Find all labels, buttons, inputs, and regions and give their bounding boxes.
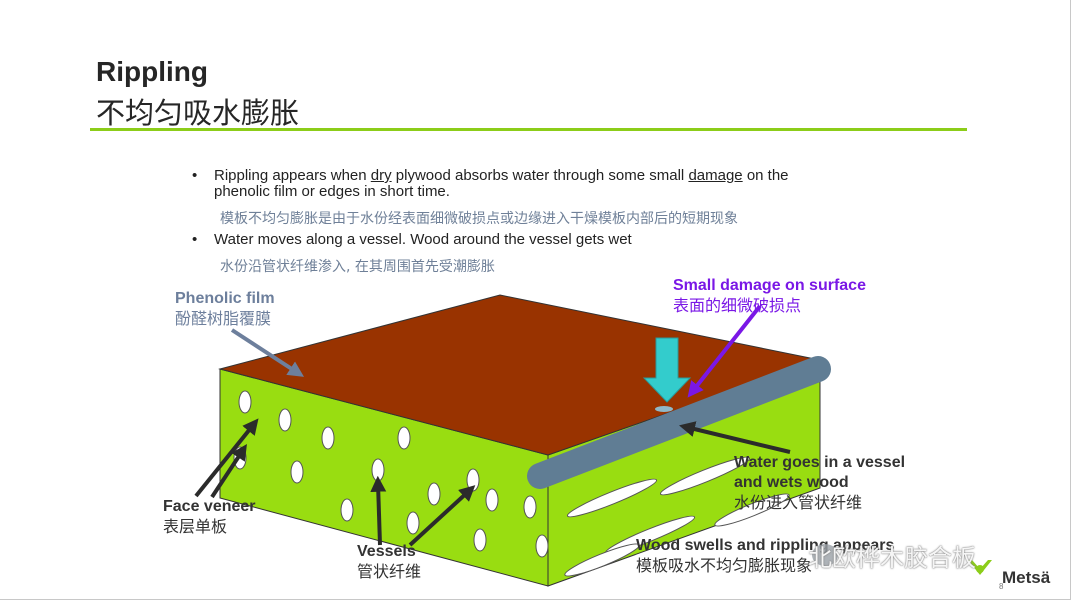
vessels-arrow-1 <box>370 475 387 546</box>
vessels-arrow-2 <box>408 485 476 547</box>
label-phenolic-film-en: Phenolic film <box>175 290 275 307</box>
bullet-1-chinese: 模板不均匀膨胀是由于水份经表面细微破损点或边缘进入干燥模板内部后的短期现象 <box>220 211 738 227</box>
bullet-marker: • <box>192 231 198 248</box>
label-vessels: Vessels 管状纤维 <box>357 542 421 582</box>
label-face-veneer-en: Face veneer <box>163 498 256 515</box>
face-veneer-arrow-2 <box>210 443 247 499</box>
label-face-veneer: Face veneer 表层单板 <box>163 497 256 537</box>
water-inflow-arrow <box>642 337 692 403</box>
label-small-damage: Small damage on surface 表面的细微破损点 <box>673 276 866 316</box>
label-water-vessel-en-1: Water goes in a vessel <box>734 454 906 471</box>
phenolic-pointer-arrow <box>230 328 305 377</box>
bullet-2-text: Water moves along a vessel. Wood around … <box>214 231 632 248</box>
vessels-right-face <box>564 456 790 577</box>
label-wood-swells-cn: 模板吸水不均匀膨胀现象 <box>636 556 813 575</box>
bullet-1-underlined-damage: damage <box>688 167 743 184</box>
bullet-2-chinese: 水份沿管状纤维渗入, 在其周围首先受潮膨胀 <box>220 259 495 275</box>
label-water-vessel-en-2: and wets wood <box>734 474 849 491</box>
title-divider <box>90 128 967 131</box>
watermark-text: 北欧桦木胶合板 <box>808 544 976 572</box>
face-veneer-arrow-1 <box>194 418 259 498</box>
bullet-marker: • <box>192 167 198 184</box>
label-small-damage-en: Small damage on surface <box>673 277 866 294</box>
page-title: Rippling <box>96 56 208 87</box>
water-vessel-arrow <box>678 421 791 454</box>
wechat-watermark-icon <box>812 544 838 566</box>
bullet-item-1: • Rippling appears when dry plywood abso… <box>190 168 789 200</box>
page-number: 8 <box>999 582 1004 591</box>
bullet-1-underlined-dry: dry <box>370 167 392 184</box>
label-water-vessel: Water goes in a vessel and wets wood 水份进… <box>734 453 905 513</box>
label-water-vessel-cn: 水份进入管状纤维 <box>734 493 863 512</box>
label-phenolic-film: Phenolic film 酚醛树脂覆膜 <box>175 289 275 329</box>
label-phenolic-film-cn: 酚醛树脂覆膜 <box>175 309 272 328</box>
label-small-damage-cn: 表面的细微破损点 <box>673 296 802 315</box>
metsa-logo: Metsä <box>1002 568 1051 587</box>
bullet-1-text-c: on the <box>742 167 789 184</box>
label-vessels-cn: 管状纤维 <box>357 562 422 581</box>
damage-spot <box>655 406 673 412</box>
label-vessels-en: Vessels <box>357 543 416 560</box>
damage-pointer-arrow <box>687 304 762 398</box>
metsa-logo-icon <box>968 560 992 575</box>
bullet-1-text-a: Rippling appears when <box>214 167 371 184</box>
bullet-item-2: • Water moves along a vessel. Wood aroun… <box>190 232 632 248</box>
bullet-1-text-b: plywood absorbs water through some small <box>391 167 689 184</box>
page-subtitle: 不均匀吸水膨胀 <box>96 96 300 130</box>
bullet-1-text-line2: phenolic film or edges in short time. <box>214 183 450 200</box>
label-face-veneer-cn: 表层单板 <box>163 517 228 536</box>
